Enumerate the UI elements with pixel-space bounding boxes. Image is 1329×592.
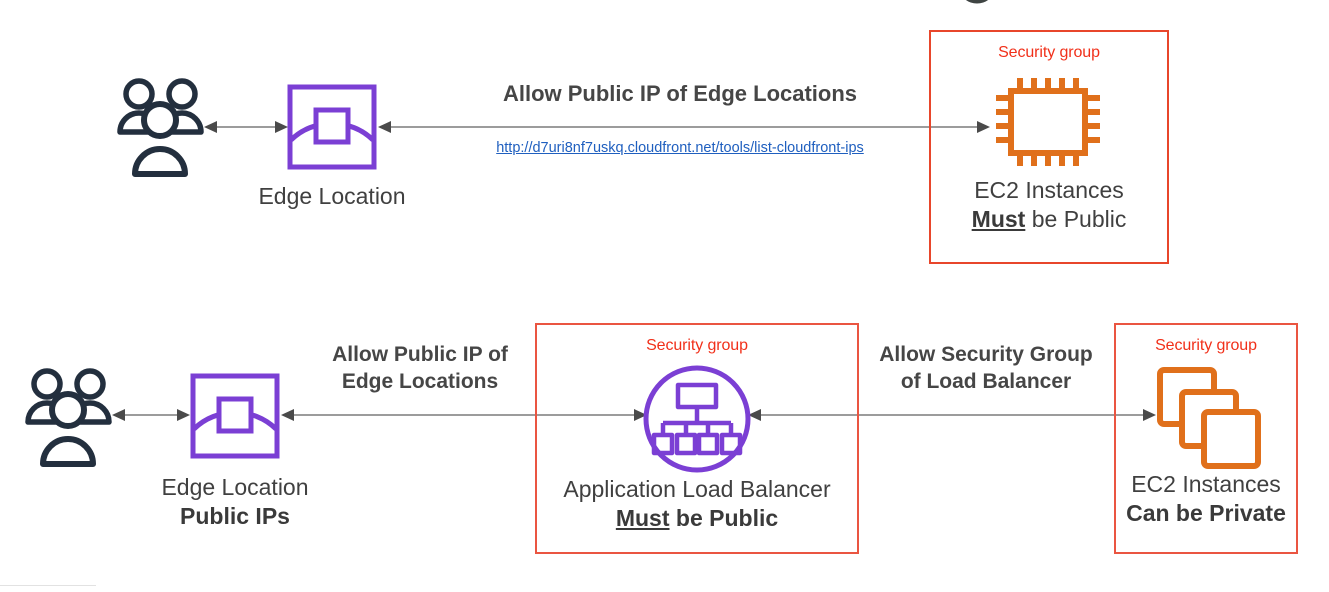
ec2-private-line1: EC2 Instances	[1131, 471, 1281, 497]
ec2-public-label-line1: EC2 Instances	[974, 177, 1124, 203]
security-group-label: Security group	[998, 44, 1100, 61]
arrow-label-left-line1: Allow Public IP of	[332, 343, 508, 366]
security-group-box-ec2-public: Security group	[929, 30, 1169, 264]
arrow-label-right-line1: Allow Security Group	[879, 343, 1093, 366]
security-group-box-ec2-private: Security group	[1114, 323, 1298, 554]
arrow-alb-ec2	[748, 409, 1156, 421]
arrow-label-allow-public-ip-bottom: Allow Public IP of Edge Locations	[302, 341, 538, 395]
bottom-divider	[0, 585, 96, 586]
arrow-users-edge-top	[204, 121, 288, 133]
security-group-label: Security group	[1155, 337, 1257, 354]
edge-location-bottom-line2: Public IPs	[180, 503, 290, 529]
alb-rest: be Public	[669, 505, 779, 531]
arrow-edge-ec2-top	[378, 121, 990, 133]
ec2-public-label-line2: Must be Public	[929, 205, 1169, 234]
security-group-box-alb: Security group	[535, 323, 859, 554]
arrow-edge-alb	[281, 409, 647, 421]
users-icon	[25, 368, 112, 467]
ec2-private-label: EC2 Instances Can be Private	[1108, 470, 1304, 528]
clipped-title-glyph-shape	[965, 0, 989, 4]
arrow-users-edge-bottom	[112, 409, 190, 421]
alb-label-line2: Must be Public	[535, 504, 859, 533]
edge-location-bottom-label: Edge Location Public IPs	[115, 473, 355, 531]
ec2-public-rest: be Public	[1025, 206, 1127, 232]
arrow-label-allow-public-ip-top: Allow Public IP of Edge Locations	[502, 81, 858, 106]
ec2-stack-icon	[1157, 367, 1261, 469]
load-balancer-icon	[643, 365, 751, 473]
alb-label-line1: Application Load Balancer	[563, 476, 831, 502]
users-icon	[117, 78, 204, 177]
security-group-label: Security group	[646, 337, 748, 354]
edge-location-icon	[190, 373, 280, 459]
arrow-label-left-line2: Edge Locations	[341, 370, 499, 393]
alb-must: Must	[615, 505, 670, 531]
alb-label: Application Load Balancer Must be Public	[535, 475, 859, 533]
edge-location-top-label: Edge Location	[212, 182, 452, 211]
arrow-label-right-line2: of Load Balancer	[900, 370, 1072, 393]
ec2-private-line2: Can be Private	[1126, 500, 1286, 526]
ec2-chip-icon	[996, 78, 1100, 166]
cloudfront-ip-list-link[interactable]: http://d7uri8nf7uskq.cloudfront.net/tool…	[496, 140, 864, 156]
ec2-public-must: Must	[971, 206, 1026, 232]
edge-location-icon	[287, 84, 377, 170]
edge-location-top-label-text: Edge Location	[258, 183, 406, 209]
edge-location-bottom-line1: Edge Location	[161, 474, 309, 500]
arrow-label-allow-security-group: Allow Security Group of Load Balancer	[862, 341, 1110, 395]
ec2-public-label: EC2 Instances Must be Public	[929, 176, 1169, 234]
